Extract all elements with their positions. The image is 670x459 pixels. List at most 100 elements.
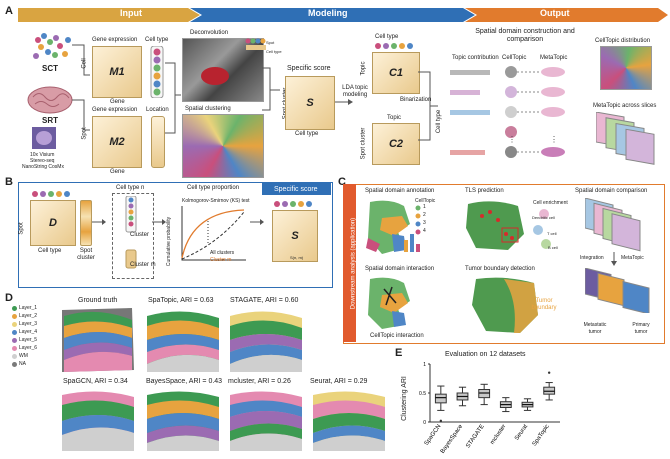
sct-cells-icon	[33, 33, 71, 59]
boxplot-x-tick-label: SpaTopic	[532, 424, 551, 448]
deconvolution-label: Deconvolution	[190, 30, 229, 36]
input-connector	[72, 44, 90, 131]
interaction-map	[368, 277, 410, 329]
spot-cluster-vector	[80, 200, 92, 246]
interaction-label: Spatial domain interaction	[365, 266, 435, 272]
layer-legend-item: NA	[12, 360, 37, 368]
cell-type-mini-label: Cell type	[266, 49, 282, 54]
layer-legend-label: Layer_1	[19, 305, 38, 311]
comparison-label: Spatial domain comparison	[575, 188, 648, 194]
panel-d-letter: D	[5, 292, 13, 304]
layer-legend-item: Layer_6	[12, 344, 37, 352]
specific-score-b-banner	[262, 183, 331, 195]
panel-c-letter: C	[338, 176, 346, 188]
layer-legend-item: Layer_2	[12, 312, 37, 320]
title-ground-truth: Ground truth	[78, 297, 118, 304]
gene-expression-1-label: Gene expression	[92, 37, 138, 43]
boxplot-x-tick-label: Seurat	[514, 423, 529, 441]
panel-c-side-bar	[343, 184, 356, 342]
cell-type-n-label: Cell type n	[116, 185, 145, 191]
b-cell-label: B cell	[548, 245, 558, 250]
topic-axis-label: Topic	[360, 61, 367, 76]
spatial-domain-title: Spatial domain construction and comparis…	[475, 28, 575, 43]
celltopic-interaction-label: CellTopic interaction	[370, 333, 424, 339]
layer-legend-label: Layer_3	[19, 321, 38, 327]
layer-legend-label: Layer_2	[19, 313, 38, 319]
spatial-clustering-label: Spatial clustering	[185, 106, 231, 112]
bayesspace-map	[147, 391, 219, 451]
layer-legend-item: Layer_4	[12, 328, 37, 336]
layer-legend-item: Layer_3	[12, 320, 37, 328]
stagate-map	[230, 311, 302, 372]
tumor-boundary-map	[472, 277, 538, 333]
comparison-stack-top	[585, 198, 641, 252]
banner-output: Output	[540, 8, 570, 18]
workflow-banner	[18, 8, 668, 22]
spot-axis-label: Spot	[81, 127, 88, 140]
binarization-label: Binarization	[400, 97, 432, 103]
layer-legend-label: Layer_4	[19, 329, 38, 335]
b-arrow-1	[92, 219, 106, 225]
cell-enrichment-icons	[533, 209, 551, 249]
layer-legend-swatch	[12, 337, 17, 343]
layer-legend-swatch	[12, 313, 17, 319]
layer-legend-swatch	[12, 345, 17, 351]
lda-arrow	[335, 99, 353, 105]
banner-modeling: Modeling	[308, 8, 348, 18]
specific-score-a-label: Specific score	[287, 65, 331, 72]
boxplot-y-tick-label: 0.5	[419, 391, 426, 397]
t-cell-label: T cell	[547, 231, 557, 236]
gene-axis-1-label: Gene	[110, 99, 125, 105]
seurat-map	[313, 391, 385, 451]
layer-legend-swatch	[12, 361, 17, 367]
ks-label: Kolmogorov-Smirnov (KS) test	[182, 198, 250, 204]
mcluster-map	[230, 391, 302, 451]
ks-curve	[181, 206, 246, 261]
svg-text:⋮: ⋮	[508, 135, 516, 144]
panel-e-letter: E	[395, 347, 403, 359]
boxplot-ylabel: Clustering ARI	[400, 376, 408, 421]
gene-expression-2-label: Gene expression	[92, 107, 138, 113]
cell-enrichment-label: Cell enrichment	[533, 200, 568, 206]
tumor-boundary-title: Tumor boundary detection	[465, 266, 535, 272]
celltopic-dist-label: CellTopic distribution	[595, 38, 651, 44]
spatopic-map	[147, 311, 219, 372]
metastatic-label: Metastatic tumor	[583, 322, 607, 335]
tls-label: TLS prediction	[465, 188, 504, 194]
panel-b-letter: B	[5, 176, 13, 188]
sct-label: SCT	[42, 64, 58, 73]
s-matrix-b: S	[272, 210, 318, 262]
platform-visium: 10x Visium	[30, 152, 55, 158]
spot-cell-type-mini	[245, 38, 266, 50]
metatopic-label: MetaTopic	[540, 55, 568, 61]
annotation-map	[366, 200, 420, 254]
b-arrow-3	[250, 219, 264, 225]
boxplot-title: Evaluation on 12 datasets	[445, 351, 526, 358]
title-spatopic: SpaTopic, ARI = 0.63	[148, 297, 214, 304]
topic-top-label: Topic	[387, 115, 402, 121]
celltopic-c-label: CellTopic	[415, 198, 436, 204]
celltopic-legend-3: 3	[423, 220, 426, 226]
layer-legend-swatch	[12, 321, 17, 327]
c1-matrix: C1	[372, 52, 420, 94]
cell-type-axis-label: Cell type	[295, 131, 319, 137]
d-cell-dots	[32, 191, 70, 197]
cluster-m-label: Cluster m	[130, 262, 156, 268]
gene-axis-2-label: Gene	[110, 169, 125, 175]
cluster-m-legend: Cluster m	[210, 257, 232, 263]
title-seurat: Seurat, ARI = 0.29	[310, 378, 368, 385]
spot-cluster-b-label: Spot cluster	[77, 248, 95, 261]
title-spagcn: SpaGCN, ARI = 0.34	[63, 378, 128, 385]
brain-icon	[27, 86, 73, 114]
boxplot-y-tick-label: 0	[423, 420, 426, 426]
celltopic-legend-1: 1	[423, 204, 426, 210]
platform-stereo: Stereo-seq	[30, 158, 55, 164]
title-stagate: STAGATE, ARI = 0.60	[230, 297, 299, 304]
platform-cosmx: NanoString CosMx	[22, 164, 64, 170]
layer-legend-swatch	[12, 329, 17, 335]
s-matrix-a: S	[285, 76, 335, 130]
all-clusters-legend: All clusters	[210, 250, 235, 256]
integration-label: Integration	[580, 255, 604, 261]
location-col-label: Location	[146, 107, 169, 113]
